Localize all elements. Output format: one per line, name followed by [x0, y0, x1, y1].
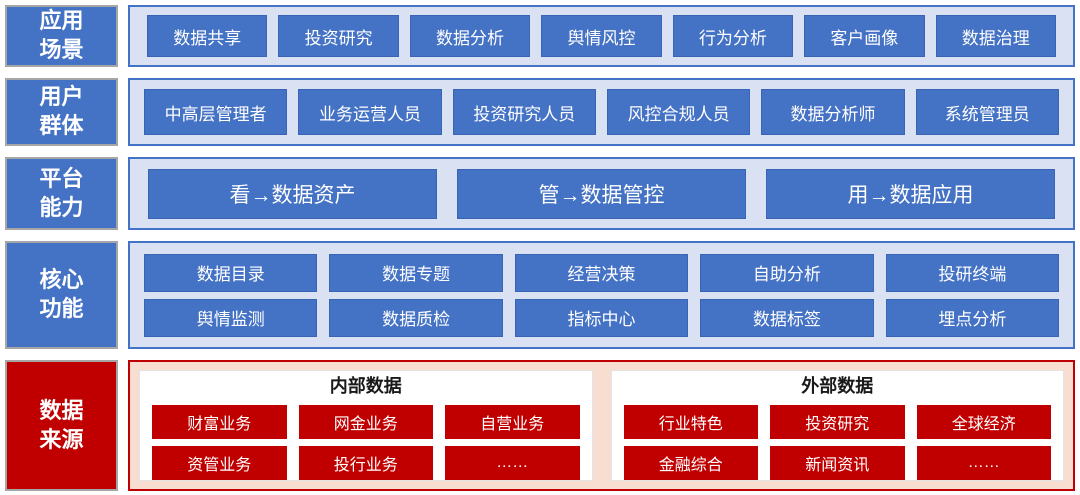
source-box: …… [916, 445, 1051, 480]
user-group-box: 系统管理员 [915, 89, 1059, 135]
core-functions-line-2: 舆情监测 数据质检 指标中心 数据标签 埋点分析 [144, 298, 1060, 337]
capabilities-container: 看→数据资产 管→数据管控 用→数据应用 [128, 157, 1075, 230]
function-box: 舆情监测 [144, 298, 318, 337]
row-label-application-scenarios: 应用 场景 [5, 5, 118, 67]
row-label-user-groups: 用户 群体 [5, 78, 118, 146]
user-group-box: 数据分析师 [761, 89, 905, 135]
row-core-functions: 核心 功能 数据目录 数据专题 经营决策 自助分析 投研终端 舆情监测 数据质检… [5, 241, 1075, 349]
function-box: 自助分析 [700, 253, 874, 292]
scenario-box: 数据共享 [147, 15, 268, 57]
source-box: 投行业务 [298, 445, 433, 480]
capability-box: 用→数据应用 [766, 168, 1055, 219]
user-group-box: 风控合规人员 [606, 89, 751, 135]
source-box: 财富业务 [152, 404, 287, 439]
core-functions-line-1: 数据目录 数据专题 经营决策 自助分析 投研终端 [144, 253, 1060, 292]
data-sources-container: 内部数据 财富业务 网金业务 自营业务 资管业务 投行业务 …… 外部数据 行业… [128, 360, 1075, 491]
source-box: 网金业务 [298, 404, 433, 439]
source-box: 行业特色 [623, 404, 758, 439]
function-box: 数据质检 [329, 298, 503, 337]
internal-data-line-2: 资管业务 投行业务 …… [152, 445, 580, 480]
internal-data-panel: 内部数据 财富业务 网金业务 自营业务 资管业务 投行业务 …… [139, 370, 593, 481]
function-box: 指标中心 [514, 298, 689, 337]
external-data-line-2: 金融综合 新闻资讯 …… [623, 445, 1051, 480]
source-box: 全球经济 [916, 404, 1051, 439]
source-box: 资管业务 [152, 445, 287, 480]
user-group-box: 业务运营人员 [298, 89, 442, 135]
scenario-box: 客户画像 [804, 15, 925, 57]
scenario-box: 数据治理 [935, 15, 1056, 57]
source-box: 新闻资讯 [770, 445, 905, 480]
source-box: …… [445, 445, 580, 480]
scenario-box: 行为分析 [672, 15, 794, 57]
scenario-box: 投资研究 [278, 15, 399, 57]
row-label-platform-capabilities: 平台 能力 [5, 157, 118, 230]
row-platform-capabilities: 平台 能力 看→数据资产 管→数据管控 用→数据应用 [5, 157, 1075, 230]
function-box: 投研终端 [885, 253, 1060, 292]
internal-data-title: 内部数据 [329, 375, 402, 396]
external-data-title: 外部数据 [801, 375, 874, 396]
function-box: 数据专题 [329, 253, 503, 292]
function-box: 数据标签 [700, 298, 874, 337]
external-data-panel: 外部数据 行业特色 投资研究 全球经济 金融综合 新闻资讯 …… [610, 370, 1064, 481]
row-label-core-functions: 核心 功能 [5, 241, 118, 349]
user-groups-container: 中高层管理者 业务运营人员 投资研究人员 风控合规人员 数据分析师 系统管理员 [128, 78, 1075, 146]
core-functions-container: 数据目录 数据专题 经营决策 自助分析 投研终端 舆情监测 数据质检 指标中心 … [128, 241, 1075, 349]
source-box: 自营业务 [445, 404, 580, 439]
function-box: 经营决策 [514, 253, 689, 292]
row-data-sources: 数据 来源 内部数据 财富业务 网金业务 自营业务 资管业务 投行业务 …… 外… [5, 360, 1075, 491]
user-group-box: 投资研究人员 [452, 89, 596, 135]
capability-box: 管→数据管控 [457, 168, 746, 219]
row-label-data-sources: 数据 来源 [5, 360, 118, 491]
function-box: 数据目录 [144, 253, 318, 292]
scenario-box: 数据分析 [409, 15, 531, 57]
scenario-box: 舆情风控 [541, 15, 662, 57]
row-user-groups: 用户 群体 中高层管理者 业务运营人员 投资研究人员 风控合规人员 数据分析师 … [5, 78, 1075, 146]
external-data-line-1: 行业特色 投资研究 全球经济 [623, 404, 1051, 439]
row-application-scenarios: 应用 场景 数据共享 投资研究 数据分析 舆情风控 行为分析 客户画像 数据治理 [5, 5, 1075, 67]
scenarios-container: 数据共享 投资研究 数据分析 舆情风控 行为分析 客户画像 数据治理 [128, 5, 1075, 67]
capability-box: 看→数据资产 [148, 168, 437, 219]
source-box: 金融综合 [623, 445, 758, 480]
function-box: 埋点分析 [885, 298, 1060, 337]
internal-data-line-1: 财富业务 网金业务 自营业务 [152, 404, 580, 439]
source-box: 投资研究 [770, 404, 905, 439]
user-group-box: 中高层管理者 [144, 89, 288, 135]
